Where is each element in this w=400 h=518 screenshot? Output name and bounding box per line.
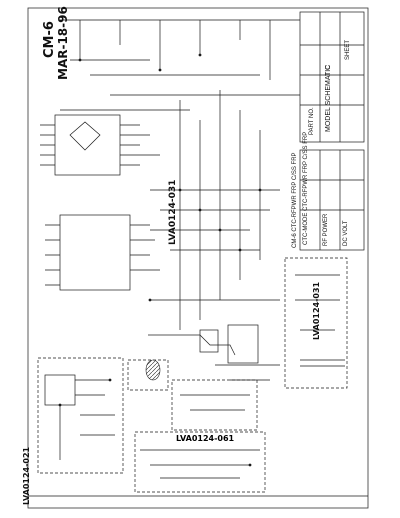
revision-label: C bbox=[325, 64, 332, 70]
date-label: MAR-18-96 bbox=[56, 6, 70, 80]
power-transistor-symbol bbox=[145, 359, 161, 381]
circuit-wiring bbox=[28, 19, 368, 497]
sheet-label: SHEET bbox=[345, 39, 351, 60]
regulator-ic-outline bbox=[227, 324, 259, 364]
page-frame bbox=[27, 7, 369, 509]
bottom-left-board-label: LVA0124-021 bbox=[22, 446, 31, 505]
secondary-ic-outline bbox=[59, 214, 131, 291]
component-dots bbox=[58, 53, 262, 467]
bottom-center-board-label: LVA0124-061 bbox=[176, 434, 235, 443]
lower-right-board-label: LVA0124-031 bbox=[312, 281, 321, 340]
drawing-title: MODEL SCHEMATIC bbox=[325, 64, 332, 132]
note-one: CTC-MODE CTC-RFPWR FRP C/SS FRP bbox=[303, 131, 309, 245]
note-three: DC VOLT bbox=[343, 220, 349, 246]
main-board-label: LVA0124-031 bbox=[168, 179, 178, 245]
note-two: RF POWER bbox=[323, 213, 329, 246]
part-no-label: PART NO. bbox=[309, 107, 315, 135]
chassis-note: CM-6 CTC-RFPWR FRP C/SS FRP bbox=[292, 152, 298, 248]
title-block bbox=[299, 11, 365, 251]
model-label: CM-6 bbox=[42, 21, 57, 58]
